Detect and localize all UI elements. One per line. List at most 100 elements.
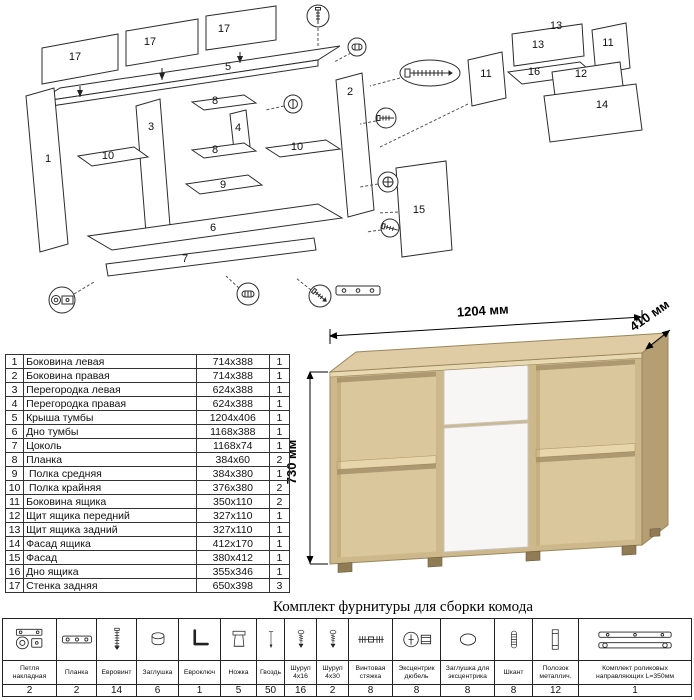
hardware-qty: 50 xyxy=(257,685,285,697)
runner-icon xyxy=(533,619,579,661)
hardware-name: Евроключ xyxy=(179,661,221,685)
parts-cell-qty: 1 xyxy=(268,396,291,411)
parts-cell-qty: 1 xyxy=(268,354,291,369)
parts-cell-num: 8 xyxy=(4,452,25,467)
back-panel xyxy=(205,5,277,51)
diagram-part-number: 17 xyxy=(144,36,156,48)
parts-cell-num: 4 xyxy=(4,396,25,411)
hardware-name: Шкант xyxy=(495,661,533,685)
hardware-name: Петля накладная xyxy=(3,661,57,685)
parts-cell-num: 14 xyxy=(4,536,25,551)
width-dimension-label: 1204 мм xyxy=(456,302,509,320)
parts-cell-name: Дно тумбы xyxy=(23,424,197,439)
hardware-kit-title: Комплект фурнитуры для сборки комода xyxy=(272,599,533,615)
dowel-icon xyxy=(241,290,255,298)
parts-cell-qty: 1 xyxy=(268,550,291,565)
hardware-name: Ножка xyxy=(221,661,257,685)
drawer-back-panel xyxy=(511,23,585,67)
depth-dimension-label: 410 мм xyxy=(627,302,672,334)
diagram-part-number: 3 xyxy=(148,121,154,133)
screw-icon xyxy=(317,619,349,661)
diagram-part-number: 10 xyxy=(102,150,114,162)
parts-cell-size: 327x110 xyxy=(195,508,270,523)
parts-cell-size: 1168x388 xyxy=(195,424,270,439)
drawer-exploded xyxy=(467,22,643,143)
shelf-edge xyxy=(535,443,636,458)
parts-cell-size: 714x388 xyxy=(195,354,270,369)
parts-cell-size: 714x388 xyxy=(195,368,270,383)
leader-lines xyxy=(73,28,469,295)
hardware-qty: 8 xyxy=(349,685,393,697)
parts-cell-size: 1204x406 xyxy=(195,410,270,425)
parts-cell-name: Полка средняя xyxy=(23,466,197,481)
drawer-facade-panel xyxy=(543,83,643,143)
hardware-qty: 12 xyxy=(533,685,579,697)
hardware-name: Заглушка для эксцентрика xyxy=(441,661,495,685)
hardware-qty: 8 xyxy=(495,685,533,697)
hardware-name: Шуруп 4x30 xyxy=(317,661,349,685)
parts-cell-name: Щит ящика задний xyxy=(23,522,197,537)
parts-cell-qty: 1 xyxy=(268,438,291,453)
parts-cell-size: 412x170 xyxy=(195,536,270,551)
parts-cell-qty: 1 xyxy=(268,522,291,537)
confirmat-screw-icon xyxy=(404,68,453,78)
diagram-part-number: 12 xyxy=(575,68,587,80)
hardware-name: Комплект роликовых направляющих L=350мм xyxy=(579,661,692,685)
plate-icon xyxy=(57,619,97,661)
parts-cell-size: 327x110 xyxy=(195,522,270,537)
left-side-panel xyxy=(25,87,69,253)
diagram-part-number: 8 xyxy=(212,95,218,107)
parts-cell-num: 13 xyxy=(4,522,25,537)
bottom-panel xyxy=(86,203,344,251)
hardware-name: Винтовая стяжка xyxy=(349,661,393,685)
hinge-icon xyxy=(51,295,74,305)
parts-cell-qty: 1 xyxy=(268,410,291,425)
partition-small xyxy=(229,109,251,151)
hardware-name: Заглушка xyxy=(137,661,179,685)
hinge-icon xyxy=(3,619,57,661)
diagram-part-number: 6 xyxy=(210,222,216,234)
confirmat-screw-icon xyxy=(315,7,321,24)
parts-cell-num: 15 xyxy=(4,550,25,565)
cabinet xyxy=(328,331,670,573)
parts-cell-size: 650x398 xyxy=(195,578,270,593)
parts-cell-size: 624x388 xyxy=(195,382,270,397)
parts-cell-name: Стенка задняя xyxy=(23,578,197,593)
nail-icon xyxy=(257,619,285,661)
diagram-part-number: 13 xyxy=(550,20,562,32)
parts-cell-name: Крыша тумбы xyxy=(23,410,197,425)
parts-cell-size: 384x60 xyxy=(195,452,270,467)
parts-cell-num: 12 xyxy=(4,508,25,523)
cabinet-side xyxy=(641,331,669,547)
open-shelf-compartment xyxy=(536,359,635,450)
diagram-part-number: 11 xyxy=(480,68,491,80)
screw-icon xyxy=(376,115,394,121)
back-panel xyxy=(41,33,119,85)
parts-cell-num: 3 xyxy=(4,382,25,397)
parts-cell-name: Щит ящика передний xyxy=(23,508,197,523)
diagram-part-number: 9 xyxy=(220,179,226,191)
euro-screw-icon xyxy=(97,619,137,661)
parts-cell-name: Перегородка правая xyxy=(23,396,197,411)
shelf xyxy=(264,139,342,158)
parts-cell-name: Перегородка левая xyxy=(23,382,197,397)
tie-bolt-icon xyxy=(349,619,393,661)
parts-cell-qty: 1 xyxy=(268,466,291,481)
hardware-qty: 8 xyxy=(393,685,441,697)
open-shelf-compartment xyxy=(337,371,436,462)
parts-cell-num: 17 xyxy=(4,578,25,593)
plinth-panel xyxy=(105,237,317,277)
parts-cell-num: 16 xyxy=(4,564,25,579)
shelf xyxy=(76,146,150,167)
